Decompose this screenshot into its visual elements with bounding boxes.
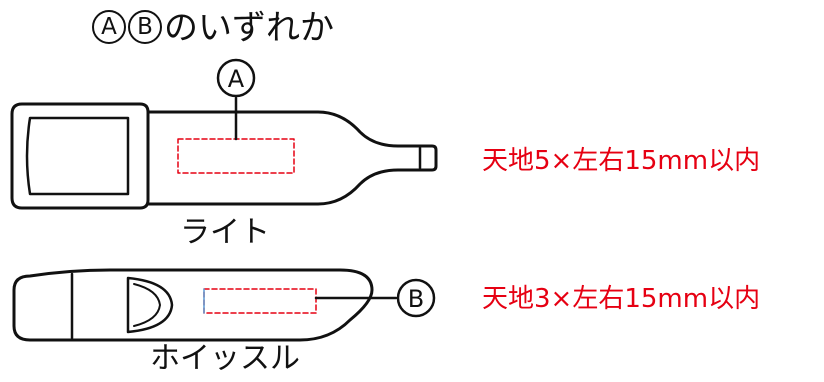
whistle-body — [12, 268, 374, 342]
whistle-caption: ホイッスル — [150, 341, 300, 376]
whistle-spec: 天地3×左右15mm以内 — [482, 284, 761, 314]
badge-b: B — [128, 9, 162, 44]
badge-a: A — [92, 9, 126, 44]
light-body — [146, 110, 438, 206]
light-caption: ライト — [180, 215, 270, 250]
light-print-area — [177, 138, 295, 174]
light-marker: A — [216, 58, 256, 98]
title-text: のいずれか — [164, 8, 334, 48]
whistle-opening — [126, 276, 174, 334]
light-illustration — [10, 96, 438, 210]
light-cap-inner — [25, 116, 130, 196]
whistle-opening-inner — [133, 283, 161, 327]
whistle-marker-label: B — [408, 285, 424, 313]
whistle-illustration — [12, 268, 398, 342]
whistle-print-area — [203, 288, 317, 314]
light-cap — [10, 102, 150, 210]
whistle-marker: B — [396, 278, 436, 318]
light-marker-label: A — [228, 65, 245, 93]
light-spec: 天地5×左右15mm以内 — [482, 146, 761, 176]
